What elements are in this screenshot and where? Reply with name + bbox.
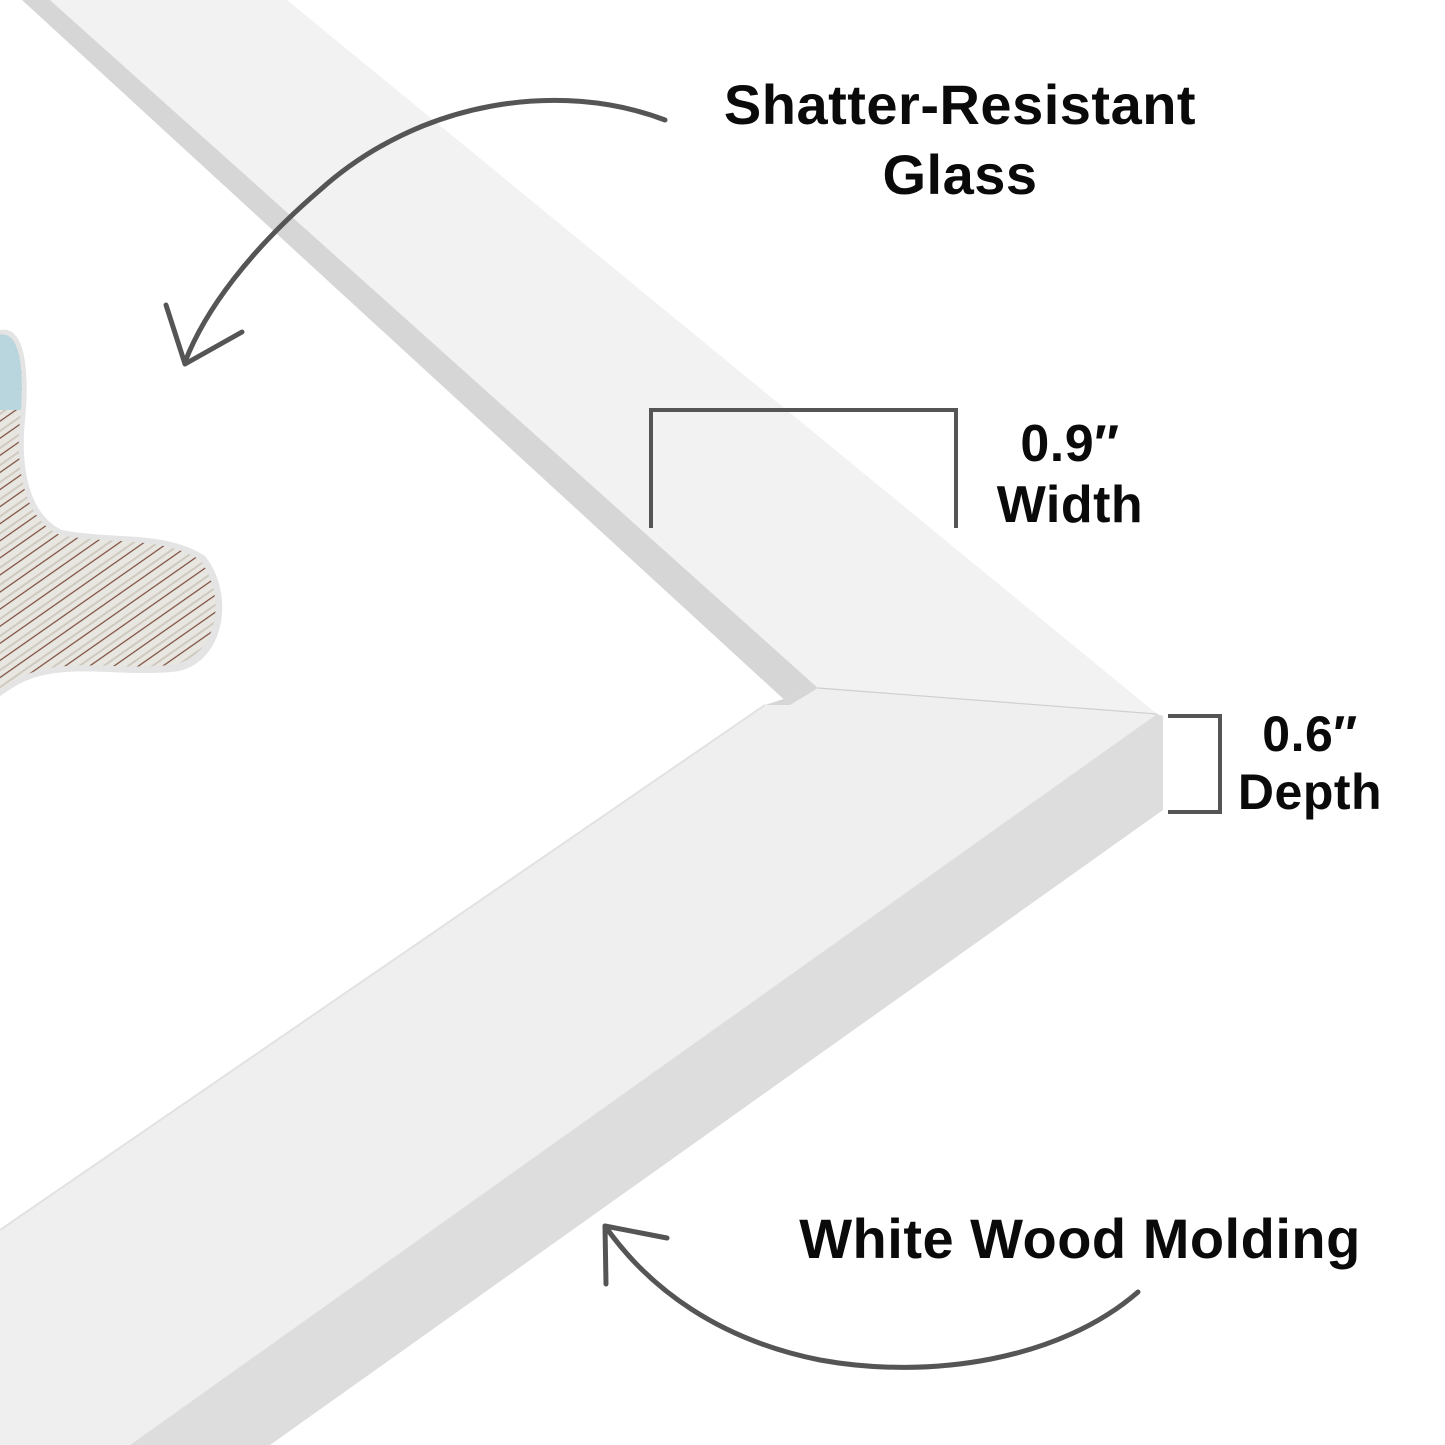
molding-callout: White Wood Molding	[740, 1204, 1420, 1274]
frame-lip-corner	[765, 688, 818, 705]
depth-value: 0.6″	[1262, 706, 1358, 762]
molding-label: White Wood Molding	[799, 1207, 1361, 1270]
glass-arrow-icon	[163, 97, 668, 367]
frame-face-top	[50, 0, 1157, 714]
molding-arrow-icon	[602, 1223, 1141, 1370]
artwork-window	[0, 329, 223, 696]
width-bracket	[649, 408, 958, 528]
frame-face-bottom	[0, 688, 1157, 1445]
width-value: 0.9″	[1020, 415, 1120, 473]
depth-bracket	[1168, 714, 1222, 814]
frame-lip-top	[22, 0, 818, 705]
glass-callout: Shatter-Resistant Glass	[640, 70, 1280, 210]
glass-callout-line1: Shatter-Resistant	[723, 73, 1197, 136]
depth-callout: 0.6″ Depth	[1210, 706, 1410, 821]
inner-edge-shadow	[0, 704, 766, 1231]
miter-line	[817, 687, 1158, 715]
frame-side	[130, 714, 1163, 1445]
width-label: Width	[996, 475, 1144, 534]
glass-callout-line2: Glass	[882, 143, 1038, 206]
depth-label: Depth	[1237, 763, 1383, 820]
width-callout: 0.9″ Width	[970, 414, 1170, 536]
